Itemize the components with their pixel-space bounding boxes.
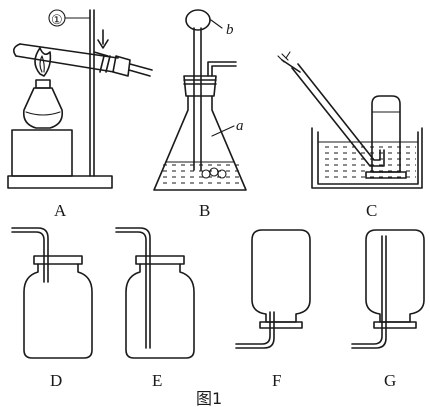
bottle-g: G: [351, 229, 425, 390]
label-d: D: [50, 371, 62, 390]
label-a: A: [54, 201, 67, 220]
circle-1-label: ①: [51, 12, 63, 27]
annotation-a: a: [236, 118, 244, 134]
apparatus-c: C: [277, 51, 423, 220]
bottle-e: E: [115, 227, 195, 390]
label-c: C: [366, 201, 377, 220]
label-g: G: [384, 371, 396, 390]
figure-caption: 图1: [196, 389, 222, 407]
annotation-b: b: [226, 22, 234, 38]
apparatus-a: ① A: [7, 9, 153, 220]
label-b: B: [199, 201, 210, 220]
apparatus-b: b a B: [153, 9, 247, 220]
label-e: E: [152, 371, 162, 390]
bottle-d: D: [11, 227, 93, 390]
label-f: F: [272, 371, 281, 390]
bottle-f: F: [235, 229, 311, 390]
